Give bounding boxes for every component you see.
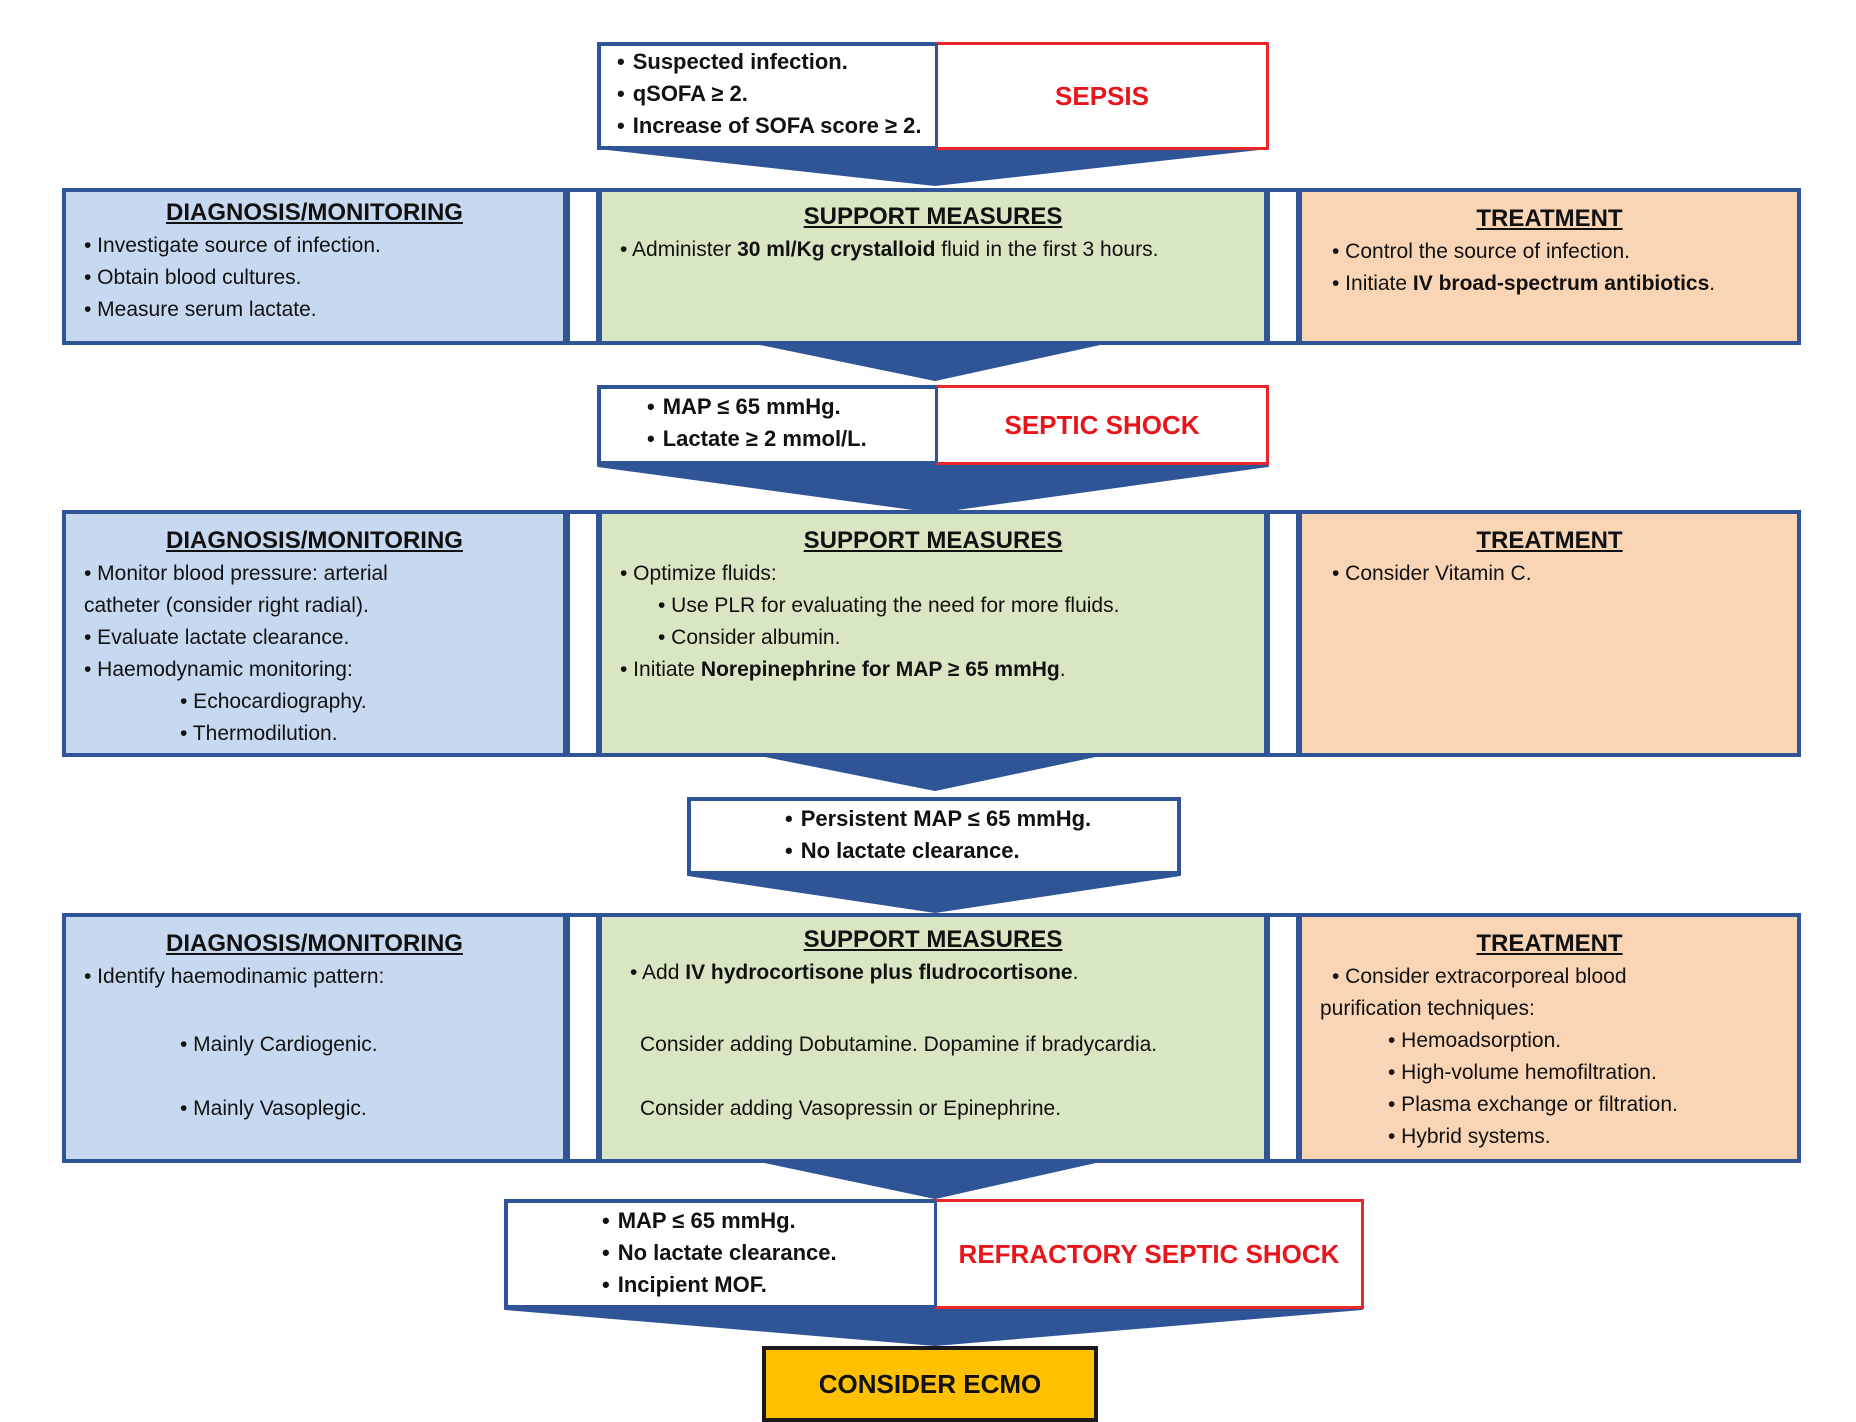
row3-treatment-subitem: • High-volume hemofiltration. [1388,1061,1657,1084]
row1-treatment-item: • Initiate IV broad-spectrum antibiotics… [1332,272,1716,295]
persistent-box: Persistent MAP ≤ 65 mmHg. No lactate cle… [687,797,1181,875]
row2-treatment-item: • Consider Vitamin C. [1332,562,1532,585]
row3-treatment-item: purification techniques: [1320,997,1535,1020]
row2-diagnosis-panel: DIAGNOSIS/MONITORING • Monitor blood pre… [62,510,567,757]
septic-shock-label: SEPTIC SHOCK [935,385,1269,465]
row3-support-cardiogenic: Consider adding Dobutamine. Dopamine if … [640,1033,1158,1056]
row3-diagnosis-item: • Identify haemodinamic pattern: [84,965,385,988]
arrow-row1-to-septic-shock [759,343,1101,381]
row2-support-item: • Optimize fluids: [620,562,777,585]
row2-diagnosis-title: DIAGNOSIS/MONITORING [166,527,463,554]
row3-support-item: • Add IV hydrocortisone plus fludrocorti… [630,961,1079,984]
refractory-criterion: No lactate clearance. [602,1237,938,1269]
sepsis-criteria: Suspected infection. qSOFA ≥ 2. Increase… [601,46,939,146]
persistent-criterion: Persistent MAP ≤ 65 mmHg. [785,803,1181,835]
sepsis-criterion: qSOFA ≥ 2. [617,78,939,110]
row2-support-subitem: • Consider albumin. [658,626,841,649]
row1-diagnosis-panel: DIAGNOSIS/MONITORING • Investigate sourc… [62,188,567,345]
row3-support-vasoplegic: Consider adding Vasopressin or Epinephri… [640,1097,1062,1120]
row3-treatment-title: TREATMENT [1476,930,1623,957]
refractory-criterion: Incipient MOF. [602,1269,938,1301]
row3-gap-left [566,913,600,1163]
row1-diagnosis-item: • Investigate source of infection. [84,234,381,257]
sepsis-label: SEPSIS [935,42,1269,150]
row2-diagnosis-item: • Monitor blood pressure: arterial [84,562,388,585]
row1-treatment-title: TREATMENT [1476,205,1623,232]
row3-treatment-subitem: • Hemoadsorption. [1388,1029,1562,1052]
row1-diagnosis-item: • Obtain blood cultures. [84,266,302,289]
row1-gap-right [1266,188,1300,345]
row2-support-title: SUPPORT MEASURES [803,527,1063,554]
refractory-box: MAP ≤ 65 mmHg. No lactate clearance. Inc… [504,1199,1364,1309]
row2-diagnosis-item: catheter (consider right radial). [84,594,369,617]
row1-support-panel: SUPPORT MEASURES • Administer 30 ml/Kg c… [598,188,1268,345]
row3-treatment-item: • Consider extracorporeal blood [1332,965,1627,988]
row3-gap-right [1266,913,1300,1163]
row1-treatment-panel: TREATMENT • Control the source of infect… [1298,188,1801,345]
refractory-label: REFRACTORY SEPTIC SHOCK [934,1199,1364,1309]
persistent-criterion: No lactate clearance. [785,835,1181,867]
row2-diagnosis-subitem: • Echocardiography. [180,690,367,713]
sepsis-box: Suspected infection. qSOFA ≥ 2. Increase… [597,42,1269,150]
row1-treatment-item: • Control the source of infection. [1332,240,1631,263]
row3-treatment-panel: TREATMENT • Consider extracorporeal bloo… [1298,913,1801,1163]
row1-diagnosis-item: • Measure serum lactate. [84,298,317,321]
row3-diagnosis-subitem-cardiogenic: • Mainly Cardiogenic. [180,1033,378,1056]
sepsis-criterion: Suspected infection. [617,46,939,78]
refractory-criteria: MAP ≤ 65 mmHg. No lactate clearance. Inc… [508,1203,938,1305]
refractory-criterion: MAP ≤ 65 mmHg. [602,1205,938,1237]
row3-diagnosis-title: DIAGNOSIS/MONITORING [166,930,463,957]
row2-gap-left [566,510,600,757]
persistent-criteria: Persistent MAP ≤ 65 mmHg. No lactate cle… [691,801,1181,871]
row2-diagnosis-item: • Evaluate lactate clearance. [84,626,350,649]
arrow-row3-to-refractory [759,1160,1101,1199]
row1-support-title: SUPPORT MEASURES [803,203,1063,230]
row1-support-item: • Administer 30 ml/Kg crystalloid fluid … [620,238,1159,261]
row2-support-panel: SUPPORT MEASURES • Optimize fluids: • Us… [598,510,1268,757]
septic-shock-criterion: Lactate ≥ 2 mmol/L. [647,423,939,455]
arrow-refractory-to-ecmo [504,1308,1363,1346]
septic-shock-box: MAP ≤ 65 mmHg. Lactate ≥ 2 mmol/L. SEPTI… [597,385,1269,465]
septic-shock-criteria: MAP ≤ 65 mmHg. Lactate ≥ 2 mmol/L. [601,389,939,461]
row2-diagnosis-subitem: • Thermodilution. [180,722,338,745]
row3-support-title: SUPPORT MEASURES [803,926,1063,953]
row2-diagnosis-item: • Haemodynamic monitoring: [84,658,353,681]
row2-gap-right [1266,510,1300,757]
arrow-persistent-to-row3 [687,874,1181,913]
row1-gap-left [566,188,600,345]
arrow-sepsis-to-row1 [597,147,1269,186]
row2-treatment-title: TREATMENT [1476,527,1623,554]
row2-treatment-panel: TREATMENT • Consider Vitamin C. [1298,510,1801,757]
row3-diagnosis-panel: DIAGNOSIS/MONITORING • Identify haemodin… [62,913,567,1163]
arrow-septic-shock-to-row2 [597,465,1269,513]
row3-diagnosis-subitem-vasoplegic: • Mainly Vasoplegic. [180,1097,367,1120]
row3-treatment-subitem: • Plasma exchange or filtration. [1388,1093,1678,1116]
row1-diagnosis-title: DIAGNOSIS/MONITORING [166,199,463,226]
consider-ecmo-box: CONSIDER ECMO [762,1346,1098,1422]
septic-shock-criterion: MAP ≤ 65 mmHg. [647,391,939,423]
row2-support-item: • Initiate Norepinephrine for MAP ≥ 65 m… [620,658,1066,681]
row2-support-subitem: • Use PLR for evaluating the need for mo… [658,594,1120,617]
arrow-row2-to-persistent [759,754,1101,791]
sepsis-criterion: Increase of SOFA score ≥ 2. [617,110,939,142]
row3-treatment-subitem: • Hybrid systems. [1388,1125,1551,1148]
row3-support-panel: SUPPORT MEASURES • Add IV hydrocortisone… [598,913,1268,1163]
